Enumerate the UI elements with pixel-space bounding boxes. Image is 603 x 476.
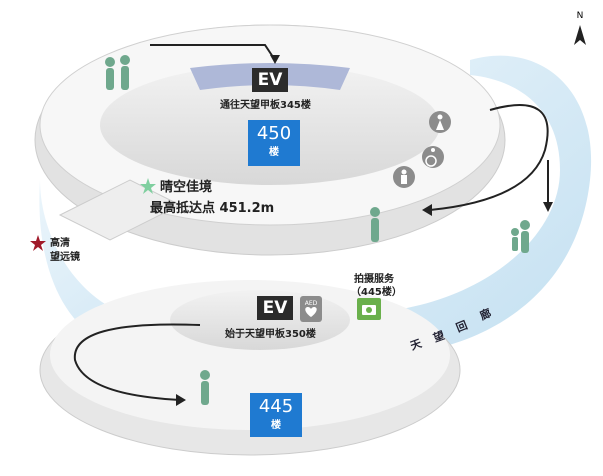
restroom-women-icon	[429, 111, 451, 133]
route-arrowhead-lower	[176, 394, 186, 406]
route-arrowhead-top	[270, 55, 280, 64]
photo-service-label-line1: 拍摄服务	[354, 274, 394, 285]
corridor-char-4: 廊	[478, 305, 494, 322]
lower-floor-unit: 楼	[271, 420, 281, 431]
highest-point-star-icon	[140, 178, 156, 194]
highest-point-name: 晴空佳境	[160, 180, 213, 195]
route-arrow-right	[429, 104, 549, 211]
lower-deck-top	[50, 280, 450, 430]
route-arrowhead-right	[422, 204, 432, 216]
restroom-men-icon	[393, 166, 415, 188]
svg-text:AED: AED	[305, 300, 318, 307]
corridor-label: 天 望 回 廊	[409, 305, 494, 352]
aed-icon: AED	[300, 296, 322, 322]
photo-service-camera-icon	[357, 298, 381, 320]
lower-floor-badge: 445 楼	[250, 393, 302, 437]
pedestrians-icon	[105, 55, 530, 405]
highest-point-step	[58, 179, 182, 241]
corridor-char-3: 回	[454, 318, 469, 335]
wheelchair-icon	[422, 146, 444, 168]
telescope-star-icon	[30, 235, 46, 251]
highest-point-subtitle: 最高抵达点 451.2m	[150, 201, 275, 216]
upper-floor-number: 450	[256, 123, 292, 144]
photo-service-label-line2: （445楼）	[351, 287, 402, 298]
lower-ev-caption: 始于天望甲板350楼	[225, 329, 316, 340]
lower-floor-number: 445	[258, 396, 294, 417]
corridor-ribbon	[240, 55, 592, 360]
compass-icon: N	[574, 11, 586, 45]
route-arrow-lower	[73, 323, 201, 401]
upper-floor-badge: 450 楼	[248, 120, 300, 166]
upper-floor-unit: 楼	[269, 147, 279, 158]
compass-north: N	[577, 11, 584, 21]
corridor-char-2: 望	[431, 328, 446, 345]
telescope-label-line1: 高清	[50, 238, 70, 249]
lower-ev-sign: EV	[257, 296, 293, 320]
route-arrowhead-down-right	[543, 202, 553, 212]
upper-ev-sign: EV	[252, 68, 288, 92]
upper-ev-caption: 通往天望甲板345楼	[220, 100, 311, 111]
telescope-label-line2: 望远镜	[50, 252, 80, 263]
